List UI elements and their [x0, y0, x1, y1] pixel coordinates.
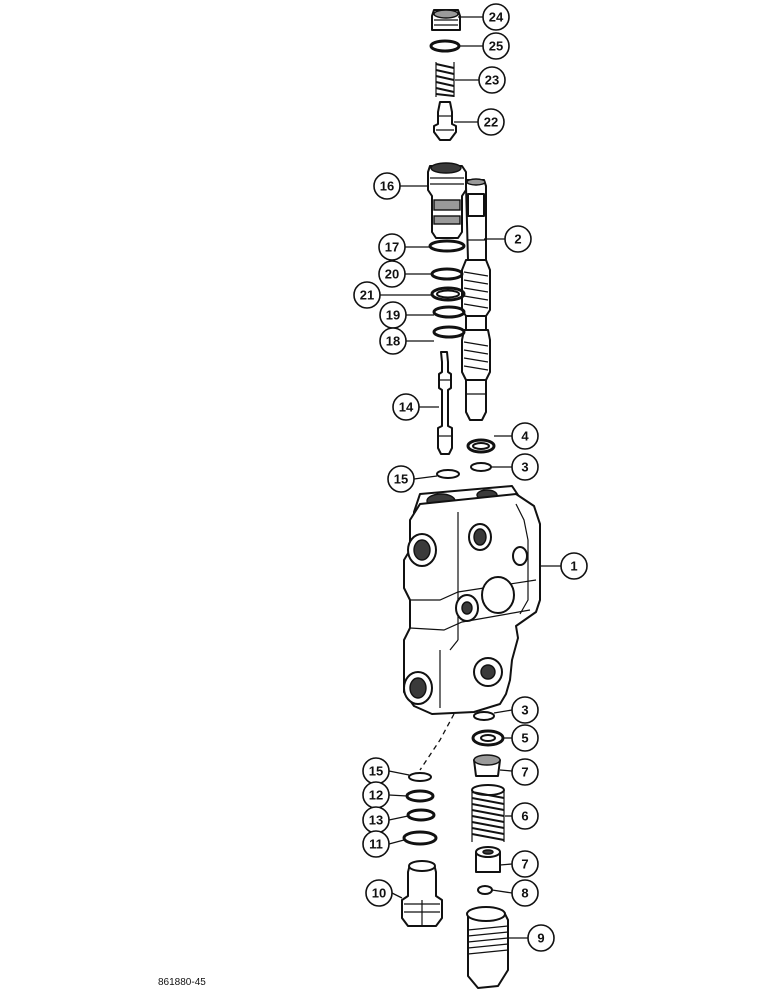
callout-label: 8 [521, 886, 528, 901]
callout-15-upper: 15 [387, 465, 415, 493]
spring-seat-7-lower [475, 846, 501, 873]
spool-2 [461, 178, 491, 421]
callout-14: 14 [392, 393, 420, 421]
callout-1: 1 [560, 552, 588, 580]
callout-label: 15 [394, 472, 408, 487]
retainer-8 [477, 885, 493, 895]
plug-24 [431, 9, 461, 31]
alignment-line [419, 713, 455, 771]
callout-label: 17 [385, 240, 399, 255]
wiper-seal-4 [466, 438, 496, 454]
ring-12 [405, 789, 435, 803]
o-ring-3-lower [473, 711, 495, 721]
callout-3-upper: 3 [511, 453, 539, 481]
callout-label: 23 [485, 73, 499, 88]
o-ring-19 [432, 305, 466, 319]
callout-label: 5 [521, 731, 528, 746]
o-ring-15-lower [408, 772, 432, 782]
o-ring-18 [432, 325, 466, 339]
callout-label: 3 [521, 460, 528, 475]
callout-label: 4 [521, 429, 529, 444]
callout-label: 20 [385, 267, 399, 282]
callout-2: 2 [504, 225, 532, 253]
callout-9: 9 [527, 924, 555, 952]
callout-20: 20 [378, 260, 406, 288]
o-ring-25 [429, 39, 461, 53]
valve-body-1 [403, 485, 541, 715]
callout-label: 3 [521, 703, 528, 718]
spring-seat-7-upper [473, 754, 501, 777]
callout-18: 18 [379, 327, 407, 355]
callout-22: 22 [477, 108, 505, 136]
callout-6: 6 [511, 802, 539, 830]
callout-4: 4 [511, 422, 539, 450]
callout-24: 24 [482, 3, 510, 31]
callout-11: 11 [362, 830, 390, 858]
ring-20 [430, 267, 464, 281]
o-ring-15-upper [436, 469, 460, 479]
callout-label: 10 [372, 886, 386, 901]
callout-12: 12 [362, 781, 390, 809]
callout-label: 12 [369, 788, 383, 803]
callout-15-lower: 15 [362, 757, 390, 785]
callout-7-lower: 7 [511, 850, 539, 878]
callout-label: 14 [399, 400, 414, 415]
callout-17: 17 [378, 233, 406, 261]
callout-label: 7 [521, 857, 528, 872]
o-ring-11 [402, 830, 438, 846]
callout-16: 16 [373, 172, 401, 200]
o-ring-17 [428, 239, 466, 253]
callout-label: 21 [360, 288, 374, 303]
callout-label: 9 [537, 931, 544, 946]
centering-spring-6 [471, 784, 505, 842]
callout-label: 1 [570, 559, 577, 574]
callout-label: 6 [521, 809, 528, 824]
callout-8: 8 [511, 879, 539, 907]
callout-13: 13 [362, 806, 390, 834]
callout-5: 5 [511, 724, 539, 752]
callout-label: 15 [369, 764, 383, 779]
callout-3-lower: 3 [511, 696, 539, 724]
callout-label: 13 [369, 813, 383, 828]
spring-23 [435, 62, 455, 97]
backup-ring-13 [406, 808, 436, 822]
callout-label: 25 [489, 39, 503, 54]
callout-label: 22 [484, 115, 498, 130]
reference-number: 861880-45 [158, 977, 206, 988]
callout-label: 11 [369, 837, 383, 852]
callout-label: 19 [386, 308, 400, 323]
callout-label: 16 [380, 179, 394, 194]
leader-lines [380, 16, 561, 939]
o-ring-3-upper [470, 462, 492, 472]
callout-label: 18 [386, 334, 400, 349]
callout-10: 10 [365, 879, 393, 907]
washer-5 [471, 729, 505, 747]
callout-21: 21 [353, 281, 381, 309]
relief-valve-housing-16 [427, 162, 467, 239]
callout-label: 2 [514, 232, 521, 247]
callout-7-upper: 7 [511, 758, 539, 786]
relief-valve-pin-14 [437, 351, 453, 455]
callout-19: 19 [379, 301, 407, 329]
backup-ring-21 [430, 286, 466, 302]
cap-9 [466, 906, 509, 989]
callout-label: 7 [521, 765, 528, 780]
plug-10 [401, 860, 443, 927]
callout-23: 23 [478, 66, 506, 94]
poppet-22 [433, 101, 457, 141]
callout-label: 24 [489, 10, 504, 25]
callout-25: 25 [482, 32, 510, 60]
